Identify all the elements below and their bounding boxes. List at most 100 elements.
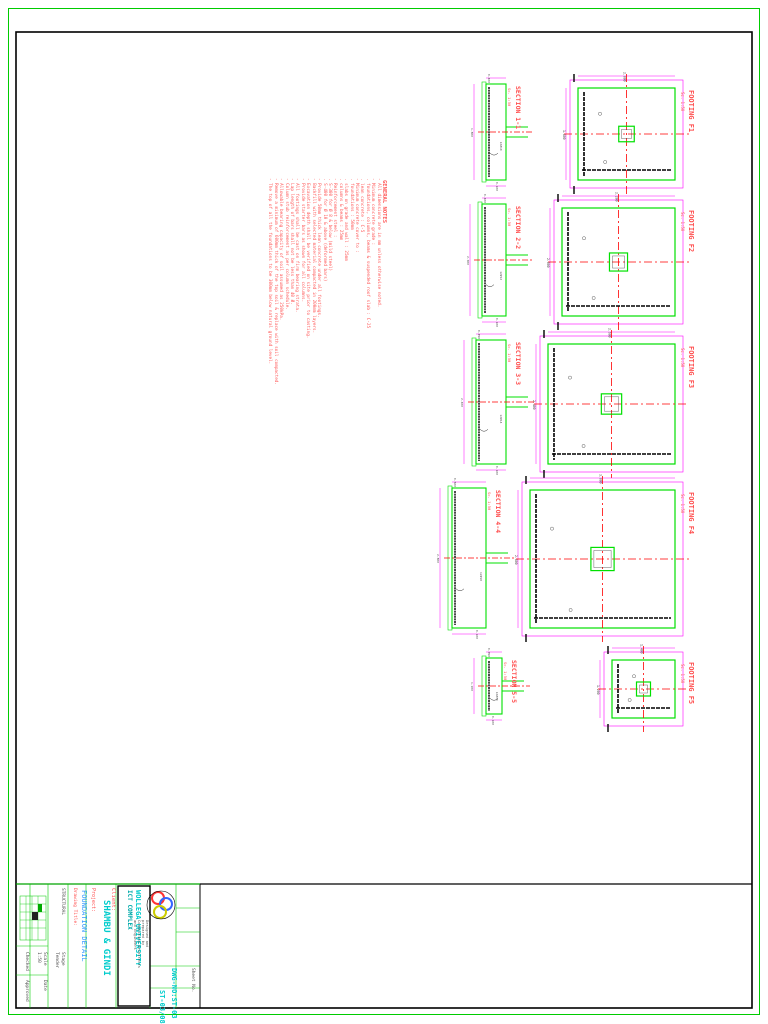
footing-3-title: FOOTING F3 — [687, 346, 695, 388]
footing-3-scale: Sc. 1:50 — [680, 348, 685, 368]
footing-2-section-depth-dim-group: 2.000 — [466, 256, 470, 265]
footing-4-width-dim-group: 3.000 — [599, 474, 603, 484]
footing-5-title-group: FOOTING F5 — [687, 662, 695, 704]
checked-label: Checked — [24, 952, 30, 971]
footing-5-bar-mark — [632, 674, 636, 679]
footing-4-bar-mark — [568, 608, 573, 612]
footing-3-section-title: SECTION 3-3 — [514, 342, 522, 385]
footing-3-scale-group: Sc. 1:50 — [680, 348, 685, 368]
footing-3-width-dim-group: 2.600 — [608, 328, 612, 338]
footing-4-section-hook — [455, 588, 465, 592]
footing-5-section-depth-dim-group: 1.200 — [470, 682, 474, 691]
footing-1-thick-dim-group: 0.400 — [487, 74, 491, 83]
drawing-title-label: Drawing Title: — [72, 888, 78, 926]
footing-5-proj-dim: 0.100 — [491, 716, 495, 725]
footing-5-thick-dim: 0.350 — [487, 648, 491, 657]
inner-border — [15, 31, 753, 1009]
footing-2-section-hook — [485, 284, 495, 287]
footing-2-plan-outline — [561, 207, 676, 317]
scale-value: 1:50 — [36, 952, 42, 963]
footing-4-thick-dim: 0.500 — [453, 478, 457, 487]
drawing-title: FOUNDATION DETAIL — [80, 890, 88, 962]
footing-3-section-hook — [479, 429, 489, 432]
footing-5-column-stub — [635, 681, 652, 697]
footing-2-depth-dim: 2.000 — [546, 258, 550, 268]
footing-5-bar-mark — [627, 698, 632, 702]
footing-4-section-scale: Sc. 1:50 — [487, 492, 492, 511]
footing-1-section-scale-group: Sc. 1:50 — [507, 88, 512, 107]
footing-1-plan-outline — [577, 87, 676, 181]
footing-4-section-depth-dim: 2.800 — [436, 554, 440, 563]
footing-5-width-dim: 1.400 — [640, 644, 644, 654]
footing-1-bar-mark — [603, 160, 607, 164]
footing-5-column-bars — [639, 684, 648, 694]
footing-3-rebar-label-group: 12#14 — [499, 414, 503, 423]
revision-grid — [19, 895, 47, 941]
footing-1-scale-group: Sc. 1:50 — [680, 92, 685, 112]
footing-3-rebar-label: 12#14 — [499, 414, 503, 423]
footing-4-scale-group: Sc. 1:50 — [680, 494, 685, 514]
footing-4-section-title-group: SECTION 4-4 — [494, 490, 502, 533]
footing-4-title: FOOTING F4 — [687, 492, 695, 534]
footing-2-proj-dim: 0.100 — [495, 318, 499, 327]
footing-1-title-group: FOOTING F1 — [687, 90, 695, 132]
footing-1-scale: Sc. 1:50 — [680, 92, 685, 112]
footing-3-proj-dim: 0.100 — [495, 466, 499, 475]
consultant-line-4: and Engineers — [133, 920, 138, 950]
footing-2-width-dim-group: 2.200 — [615, 192, 619, 202]
project-label: Project: — [90, 888, 96, 912]
footing-5-depth-dim: 1.200 — [596, 685, 600, 695]
sheet-label: Sheet No. — [190, 968, 196, 992]
drawing-number: DWG-NO:ST-03 — [170, 968, 178, 1019]
footing-3-bar-mark — [581, 444, 586, 448]
footing-4-depth-dim-group: 2.800 — [514, 555, 518, 565]
footing-1-section-scale: Sc. 1:50 — [507, 88, 512, 107]
footing-1-title: FOOTING F1 — [687, 90, 695, 132]
footing-5-section-scale-group: Sc. 1:50 — [503, 662, 508, 681]
footing-5-scale: Sc. 1:50 — [680, 664, 685, 684]
footing-3-section-scale-group: Sc. 1:50 — [507, 344, 512, 363]
consultant-line-1: Designed and — [145, 920, 150, 947]
footing-3-bar-mark — [568, 375, 572, 380]
footing-3-depth-dim-group: 2.400 — [532, 400, 536, 410]
footing-4-width-dim: 3.000 — [599, 474, 603, 484]
footing-2-scale-group: Sc. 1:50 — [680, 212, 685, 232]
footing-3-section-depth-dim: 2.400 — [460, 398, 464, 407]
footing-1-width-dim: 2.000 — [623, 72, 627, 82]
consultant-logo — [117, 885, 176, 1007]
footing-1-section-depth-dim: 1.800 — [470, 128, 474, 137]
footing-5-proj-dim-group: 0.100 — [491, 716, 495, 725]
footing-5-title: FOOTING F5 — [687, 662, 695, 704]
footing-4-column-stub — [590, 546, 615, 572]
sheet-number: ST-03/08 — [158, 990, 166, 1024]
footing-5-rebar-label-group: 12#10 — [495, 692, 499, 701]
footing-2-rebar-label-group: 12#12 — [499, 271, 503, 280]
footing-1-bar-mark — [598, 111, 602, 116]
client-sub: ICT COMPLEX — [126, 890, 133, 930]
footing-3-column-bars — [604, 396, 619, 412]
footing-1-thick-dim: 0.400 — [487, 74, 491, 83]
stage-label: Stage — [60, 952, 66, 966]
consultant-line-3: Consulting Architects — [137, 920, 142, 968]
footing-2-section-title-group: SECTION 2-2 — [514, 206, 522, 249]
scale-label: Scale — [42, 952, 48, 966]
footing-1-depth-dim-group: 1.800 — [562, 130, 566, 140]
footing-5-section-title: SECTION 5-5 — [510, 660, 518, 703]
footing-2-depth-dim-group: 2.000 — [546, 258, 550, 268]
footing-4-proj-dim: 0.100 — [475, 630, 479, 639]
footing-5-rebar-label: 12#10 — [495, 692, 499, 701]
footing-5-thick-dim-group: 0.350 — [487, 648, 491, 657]
footing-5-depth-dim-group: 1.200 — [596, 685, 600, 695]
footing-2-thick-dim-group: 0.400 — [483, 194, 487, 203]
project-title: SHAMBU & GINDI — [101, 900, 111, 976]
footing-1-section-title: SECTION 1-1 — [514, 86, 522, 129]
footing-2-title-group: FOOTING F2 — [687, 210, 695, 252]
footing-5-section-title-group: SECTION 5-5 — [510, 660, 518, 703]
footing-1-proj-dim-group: 0.100 — [495, 182, 499, 191]
client-name: WOLLEGA UNIVERSITY — [134, 890, 142, 967]
footing-3-section-depth-dim-group: 2.400 — [460, 398, 464, 407]
footing-1-rebar-label: 12#10 — [499, 142, 503, 151]
footing-5-scale-group: Sc. 1:50 — [680, 664, 685, 684]
discipline: STRUCTURAL — [60, 888, 66, 915]
